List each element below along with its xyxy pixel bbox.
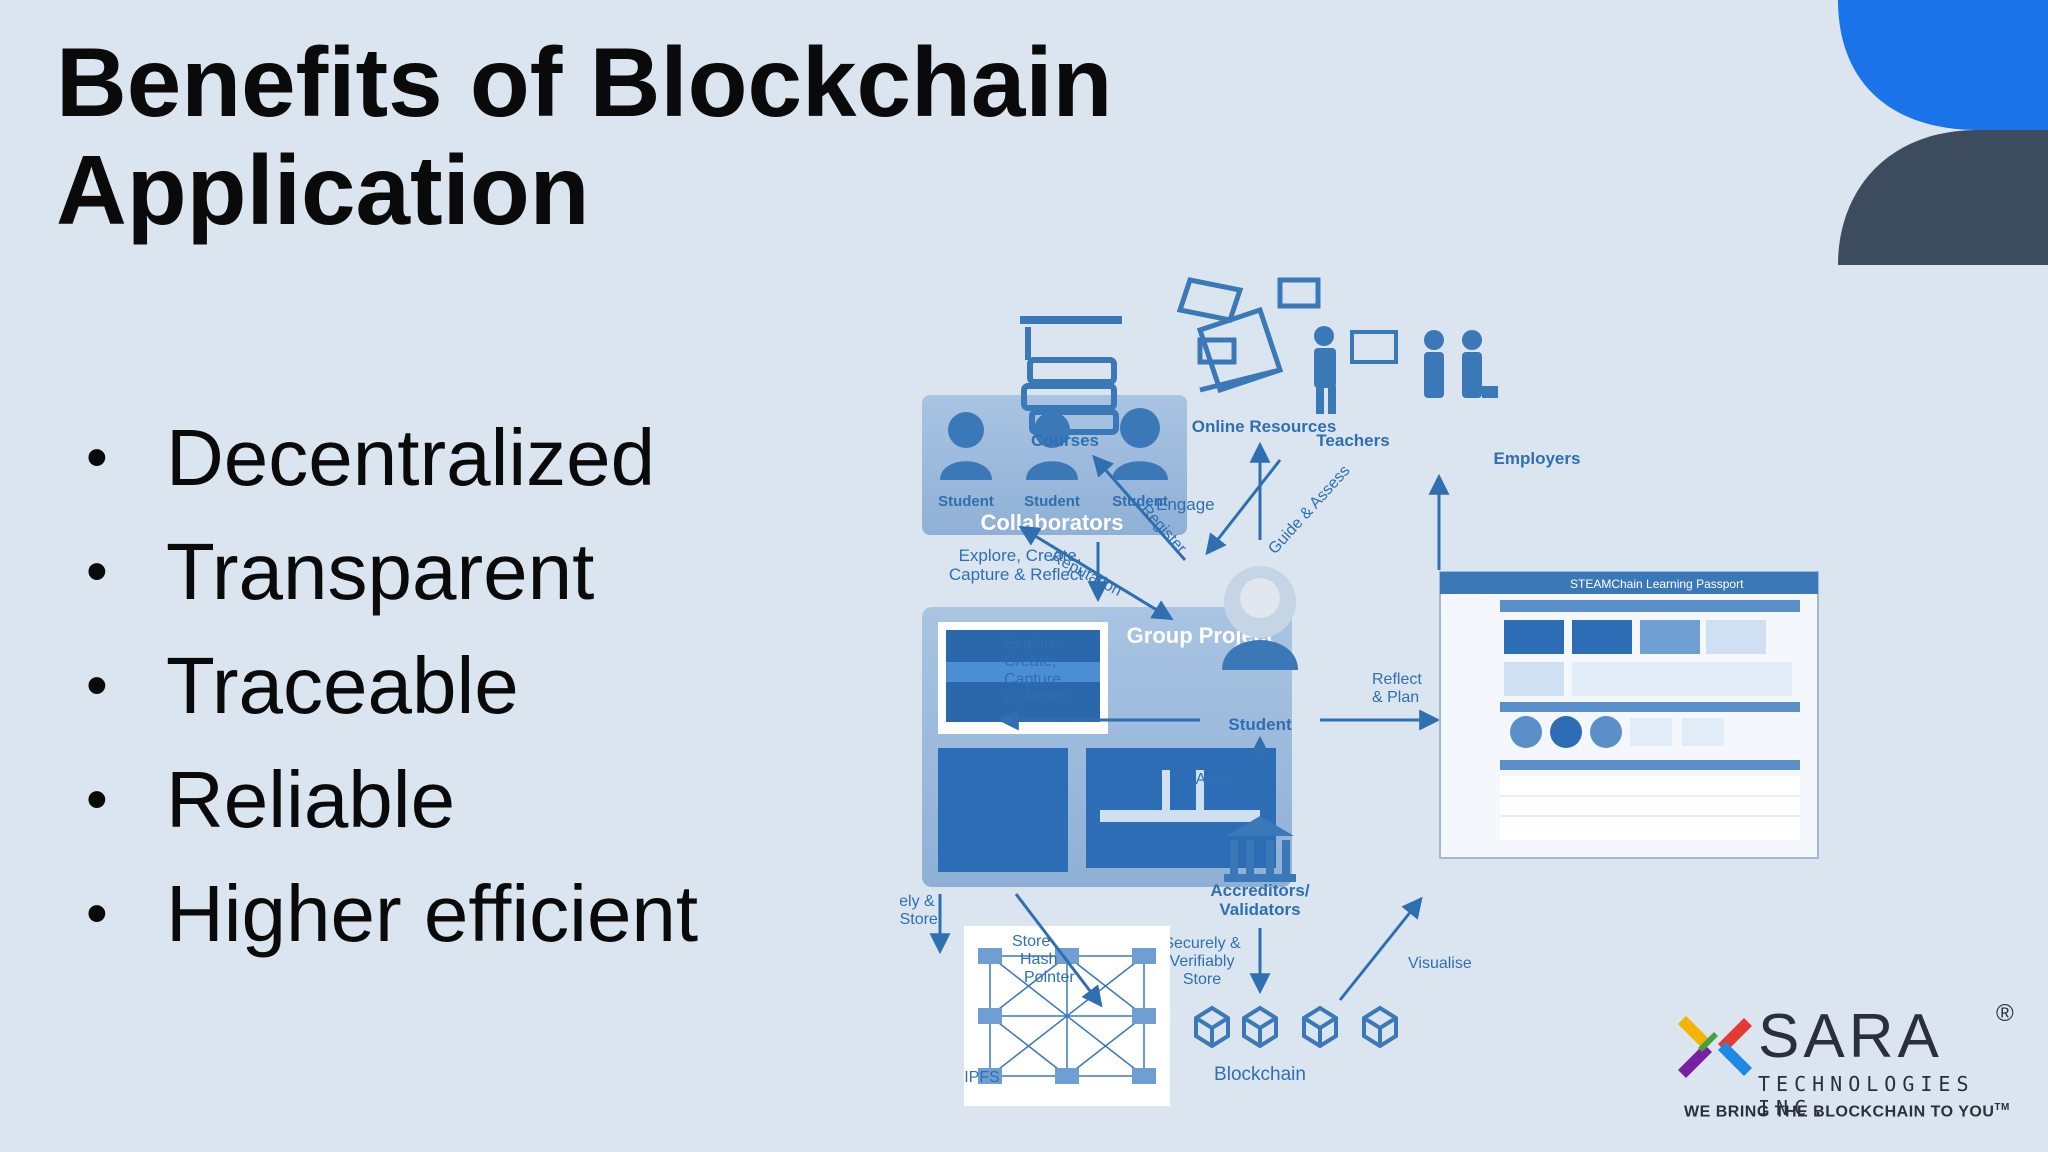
online-resources-label: Online Resources [1192, 417, 1337, 436]
corner-shape-slate [1838, 130, 2048, 265]
arrow-label: Engage [1156, 495, 1215, 514]
title-line-2: Application [56, 135, 590, 245]
blockchain-label: Blockchain [1214, 1064, 1306, 1085]
arrow [1014, 893, 1103, 1008]
bullet-item: Transparent [86, 522, 698, 636]
sara-logo: SARA ® TECHNOLOGIES INC. WE BRING THE BL… [1678, 1000, 2038, 1130]
arrow-label: & Reflect [1004, 689, 1069, 706]
employers-icon [1424, 330, 1498, 398]
student-icon [1112, 408, 1168, 480]
arrow [1338, 896, 1423, 1001]
arrow-label: Securely & [1163, 935, 1241, 952]
student-label: Student [1024, 493, 1080, 510]
logo-wordmark: SARA [1758, 1002, 1943, 1071]
arrow-label: Store [1012, 933, 1050, 950]
tagline-text: WE BRING THE BLOCKCHAIN TO YOU [1684, 1103, 1995, 1121]
student-icon [940, 412, 992, 480]
accreditors-label: Validators [1219, 900, 1300, 919]
benefits-list: Decentralized Transparent Traceable Reli… [86, 408, 698, 978]
arrow [1205, 459, 1282, 556]
arrow-label: Award [1195, 771, 1240, 788]
bullet-item: Traceable [86, 636, 698, 750]
arrow-label: Verifiably [1170, 953, 1235, 970]
sara-logo-mark [1678, 1016, 1752, 1078]
arrow-label: Reflect [1372, 671, 1422, 688]
arrow-label: Hash [1020, 951, 1057, 968]
teachers-label: Teachers [1316, 431, 1389, 450]
arrow-label: Store [1183, 971, 1221, 988]
passport-title: STEAMChain Learning Passport [1570, 577, 1744, 591]
student-label: Student [1112, 493, 1168, 510]
laptop-book-icon [1176, 277, 1321, 394]
arrow-label: Pointer [1024, 969, 1075, 986]
collaborators-label: Collaborators [980, 510, 1123, 535]
corner-decoration [1838, 0, 2048, 265]
logo-subtitle: TECHNOLOGIES INC. [1758, 1072, 1975, 1120]
courses-icon [1020, 316, 1122, 435]
arrow-label: Create, [1004, 653, 1056, 670]
arrow-label: Securely & [900, 893, 935, 910]
title-line-1: Benefits of Blockchain [56, 27, 1113, 137]
student-label: Student [1228, 715, 1292, 734]
bullet-item: Decentralized [86, 408, 698, 522]
arrow-label: & Plan [1372, 689, 1419, 706]
slide-title: Benefits of Blockchain Application [56, 28, 1112, 244]
arrow [1018, 525, 1174, 621]
corner-shape-blue [1838, 0, 2048, 130]
arrow-label: Verifiably Store [900, 911, 938, 928]
student-label: Student [938, 493, 994, 510]
ipfs-mesh-rendering [964, 926, 1170, 1106]
institution-icon [1224, 816, 1296, 882]
arrow-label: Guide & Assess [1265, 462, 1353, 557]
ipfs-label: IPFS [964, 1069, 1000, 1086]
registered-mark: ® [1996, 1000, 2014, 1027]
bullet-item: Reliable [86, 750, 698, 864]
courses-label: Courses [1031, 431, 1099, 450]
accreditors-label: Accreditors/ [1210, 881, 1309, 900]
arrow-label: Capture [1004, 671, 1061, 688]
group-project-panel: Group Project [922, 607, 1292, 887]
bullet-item: Higher efficient [86, 864, 698, 978]
blockchain-education-diagram: Student Student Student Collaborators Ex… [900, 277, 1819, 1106]
teacher-icon [1314, 326, 1398, 414]
arrow-label: Explore, [1004, 635, 1063, 652]
central-student-icon [1222, 566, 1298, 670]
employers-label: Employers [1494, 449, 1581, 468]
logo-tagline: WE BRING THE BLOCKCHAIN TO YOUTM [1684, 1102, 2010, 1121]
arrow-label: Visualise [1408, 955, 1472, 972]
learning-passport: STEAMChain Learning Passport [1439, 571, 1819, 859]
trademark: TM [1994, 1102, 2010, 1113]
